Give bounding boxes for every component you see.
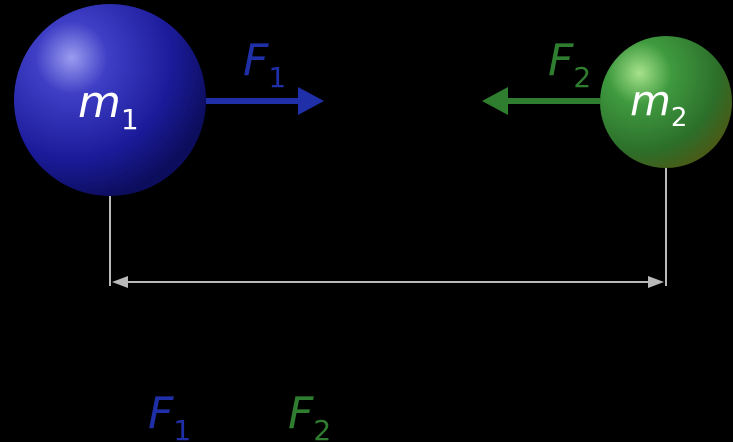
mass-2-sphere [600, 36, 732, 168]
force-2-label: F2 [548, 35, 591, 94]
force-1-arrow [206, 87, 324, 115]
mass-1-label: m1 [78, 77, 139, 136]
equation-f1: F1 [148, 388, 191, 442]
force-2-arrow [482, 87, 600, 115]
equation-f2: F2 [288, 388, 331, 442]
force-1-label: F1 [243, 35, 286, 94]
mass-2-label: m2 [630, 76, 687, 133]
separation-arrow [112, 276, 664, 288]
mass-1-sphere [14, 4, 206, 196]
